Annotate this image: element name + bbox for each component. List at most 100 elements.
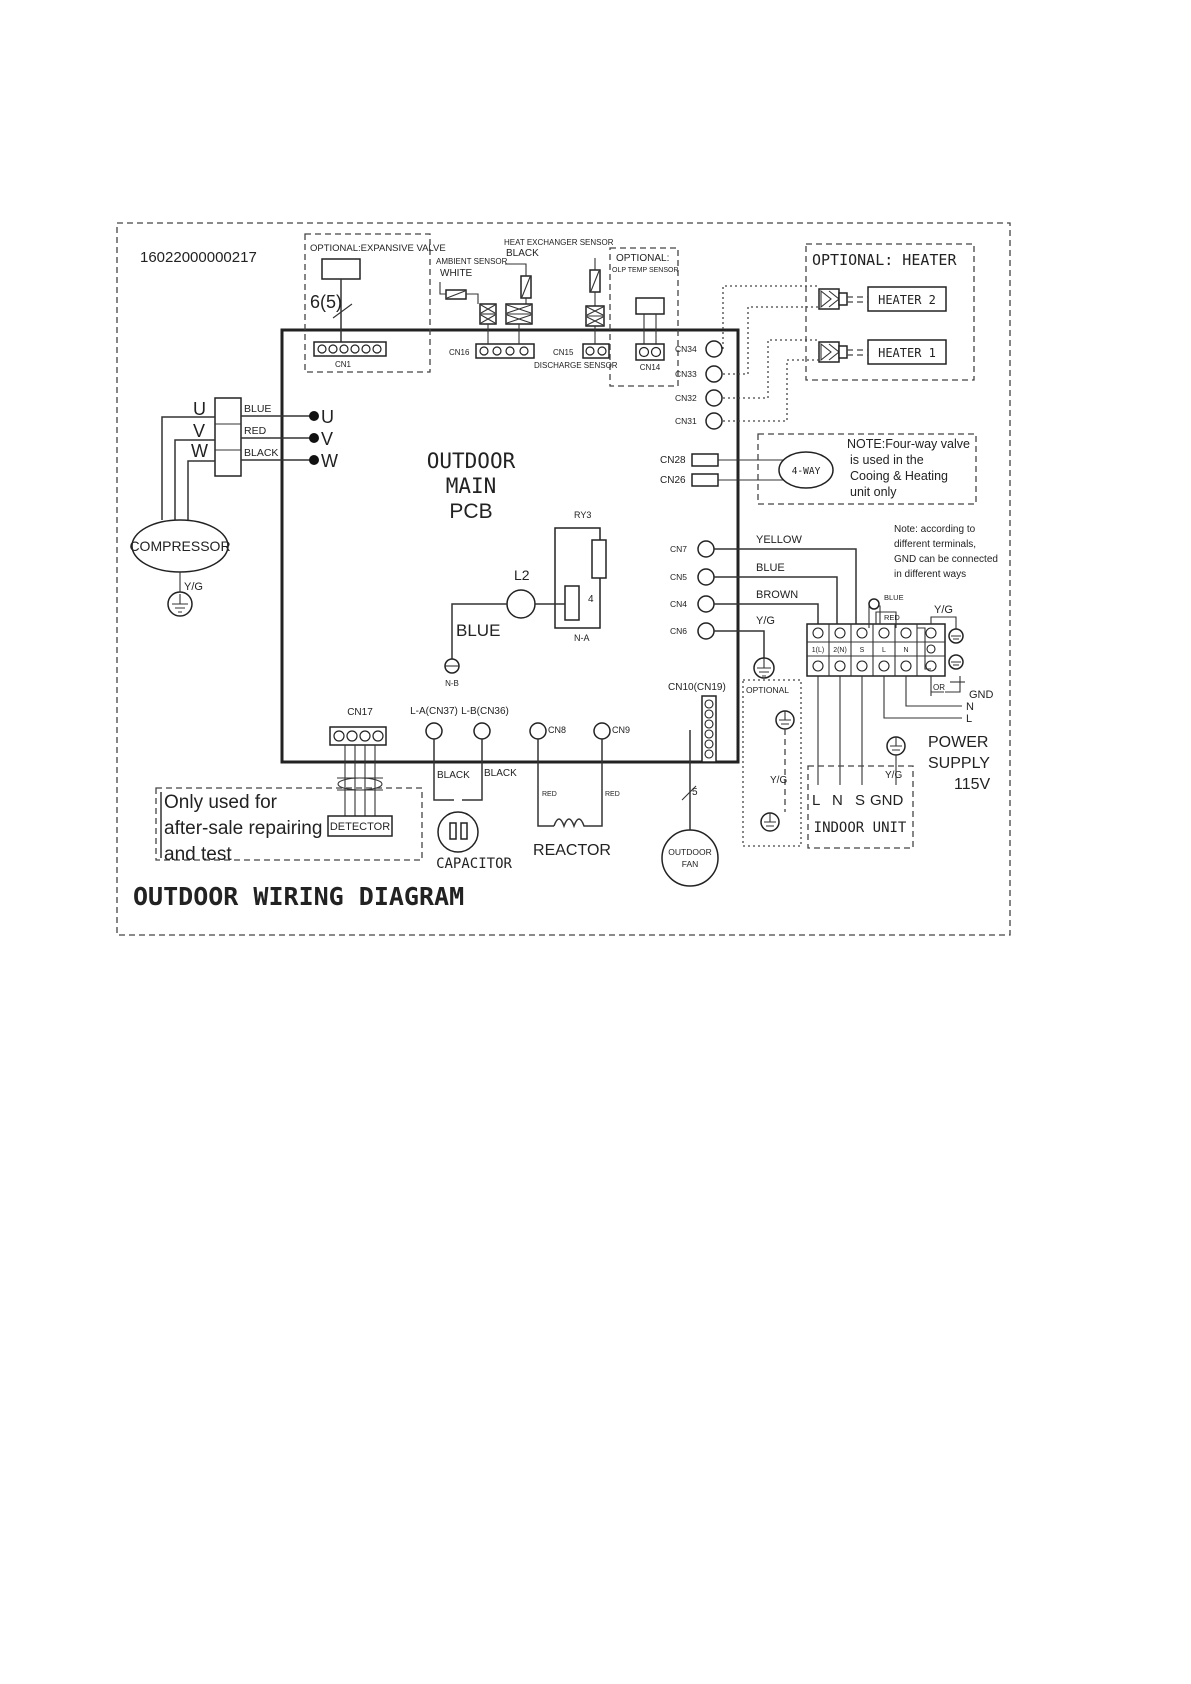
reactor-label: REACTOR [533, 842, 611, 859]
lb-label: L-B(CN36) [461, 706, 509, 717]
la-terminal [425, 722, 443, 740]
compressor-ground-icon [167, 591, 193, 617]
cn9-terminal [593, 722, 611, 740]
ambient-sensor-color: WHITE [440, 268, 473, 279]
fan-label-1: OUTDOOR [668, 847, 711, 857]
cn4-label: CN4 [670, 599, 687, 609]
cn26-label: CN26 [660, 475, 686, 486]
cn33-label: CN33 [675, 369, 697, 379]
optional-ground-box [742, 679, 802, 847]
cn28-label: CN28 [660, 455, 686, 466]
cn14-connector [635, 343, 665, 361]
wire-black: BLACK [244, 447, 278, 459]
four-way-label: 4-WAY [792, 466, 821, 477]
cn7-cn6-connectors [697, 540, 715, 640]
cn26-connector [691, 473, 719, 487]
four-way-valve [778, 451, 834, 489]
pcb-label-3: PCB [449, 500, 492, 523]
fan-label-2: FAN [682, 859, 699, 869]
outer-frame [116, 222, 1011, 936]
compressor-u: U [193, 399, 206, 419]
wire-red: RED [244, 425, 267, 437]
four-way-note-2: is used in the [850, 453, 924, 467]
l2-label: L2 [514, 567, 530, 583]
main-pcb [280, 328, 740, 764]
compressor-w: W [191, 441, 208, 461]
wire-yellow: YELLOW [756, 534, 802, 546]
pcb-v: V [321, 429, 333, 449]
relay-blue: BLUE [456, 621, 500, 640]
cn6-label: CN6 [670, 626, 687, 636]
power-supply-2: SUPPLY [928, 755, 990, 772]
la-label: L-A(CN37) [410, 706, 458, 717]
power-supply-1: POWER [928, 734, 988, 751]
sensor-plugs [479, 303, 533, 325]
l2-inductor [506, 589, 536, 619]
indoor-ground-icon [886, 736, 906, 756]
terminal-ground-icon-1 [948, 628, 964, 644]
terminal-label-5: N [903, 647, 908, 654]
reactor-wire-red-2: RED [605, 791, 620, 798]
capacitor-wire-black-2: BLACK [484, 768, 517, 779]
optional-yg: Y/G [770, 775, 787, 786]
terminal-yg: Y/G [934, 604, 953, 616]
cn1-label: CN1 [335, 360, 352, 369]
cn9-label: CN9 [612, 725, 630, 735]
heat-exchanger-sensor-color: BLACK [506, 248, 539, 259]
four-way-note-box [757, 433, 977, 505]
part-number: 16022000000217 [140, 249, 257, 266]
pcb-w: W [321, 451, 338, 471]
lb-terminal [473, 722, 491, 740]
wire-brown: BROWN [756, 589, 798, 601]
detector-label: DETECTOR [330, 821, 390, 833]
wire-yg: Y/G [756, 615, 775, 627]
terminal-or: OR [933, 683, 945, 692]
power-gnd: GND [969, 689, 994, 701]
heater-2-label: HEATER 2 [878, 293, 936, 307]
cn7-label: CN7 [670, 544, 687, 554]
cn17-label: CN17 [347, 707, 373, 718]
indoor-unit-label: INDOOR UNIT [814, 820, 907, 836]
cn10-label: CN10(CN19) [668, 682, 726, 693]
heat-exchanger-sensor-label: HEAT EXCHANGER SENSOR [504, 238, 614, 247]
relay-na: N-A [574, 633, 590, 643]
cn15-connector [582, 343, 610, 359]
pcb-u: U [321, 407, 334, 427]
cn28-connector [691, 453, 719, 467]
compressor-v: V [193, 421, 205, 441]
capacitor-wire-black-1: BLACK [437, 770, 470, 781]
power-n: N [966, 701, 974, 713]
expansive-valve-coil [321, 258, 361, 280]
terminal-label-3: S [860, 647, 865, 654]
indoor-gnd: GND [870, 792, 904, 809]
capacitor [437, 811, 479, 853]
heater-1-label: HEATER 1 [878, 346, 936, 360]
cn34-label: CN34 [675, 344, 697, 354]
expansive-valve-label: OPTIONAL:EXPANSIVE VALVE [310, 243, 446, 254]
gnd-note-1: Note: according to [894, 524, 976, 535]
expansive-valve-wires: 6(5) [310, 292, 342, 312]
cn16-connector [475, 343, 535, 359]
heater-plugs [818, 288, 848, 363]
cn5-label: CN5 [670, 572, 687, 582]
cn17-connector [329, 726, 387, 746]
indoor-s: S [855, 792, 865, 809]
four-way-note-4: unit only [850, 485, 897, 499]
terminal-block [806, 623, 946, 677]
service-note-1: Only used for [164, 792, 278, 813]
optional-ground-label: OPTIONAL [746, 685, 789, 695]
pcb-label-1: OUTDOOR [427, 449, 516, 473]
service-box [155, 787, 423, 861]
four-way-note-1: NOTE:Four-way valve [847, 437, 970, 451]
indoor-n: N [832, 792, 843, 809]
wire-blue: BLUE [244, 403, 271, 415]
four-way-note-3: Cooing & Heating [850, 469, 948, 483]
olp-sub-label: OLP TEMP SENSOR [612, 267, 679, 274]
heater-box [805, 243, 975, 381]
pcb-label-2: MAIN [446, 474, 497, 498]
wire-blue-2: BLUE [756, 562, 785, 574]
terminal-blue: BLUE [884, 593, 904, 602]
indoor-l: L [812, 792, 820, 809]
ry3-label: RY3 [574, 510, 591, 520]
